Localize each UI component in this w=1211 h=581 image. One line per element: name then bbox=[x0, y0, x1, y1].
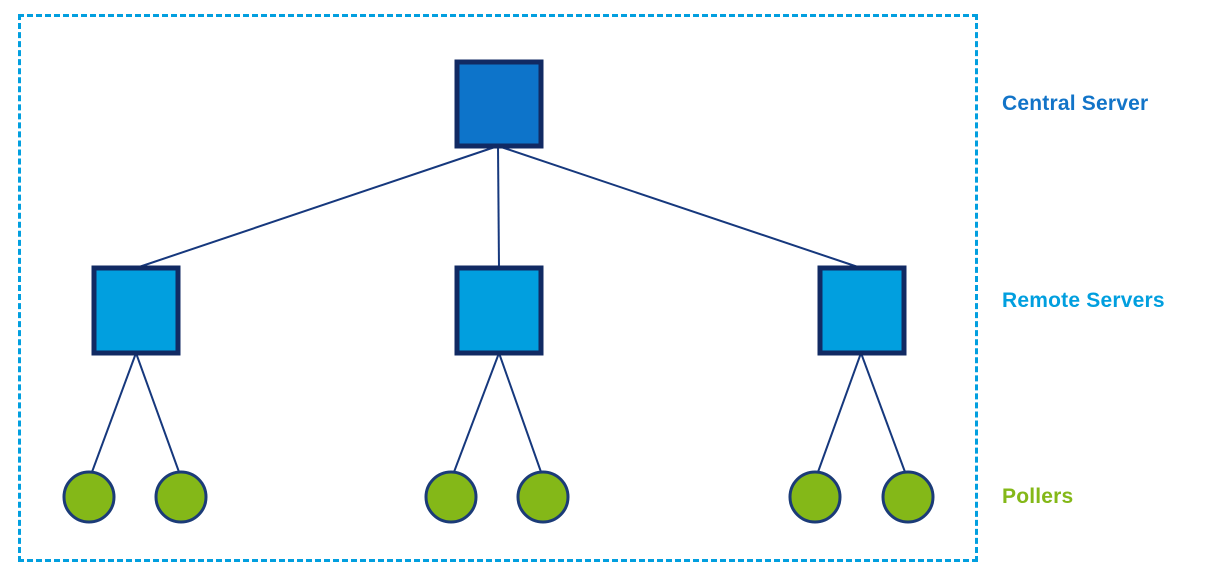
remote-server-node-2[interactable] bbox=[454, 265, 544, 356]
connector-central-to-remote-1 bbox=[135, 145, 499, 269]
poller-shape-5[interactable] bbox=[788, 470, 842, 524]
poller-node-1[interactable] bbox=[62, 470, 116, 524]
connector-remote-3-to-poller-5 bbox=[817, 352, 862, 473]
remote-server-node-1[interactable] bbox=[91, 265, 181, 356]
tier-label-central-server: Central Server bbox=[1002, 92, 1149, 115]
poller-shape-1[interactable] bbox=[62, 470, 116, 524]
poller-shape-6[interactable] bbox=[881, 470, 935, 524]
connector-remote-1-to-poller-2 bbox=[135, 352, 180, 473]
connector-remote-1-to-poller-1 bbox=[91, 352, 137, 473]
remote-server-node-3[interactable] bbox=[817, 265, 907, 356]
connector-group-central-to-remote bbox=[135, 145, 862, 269]
connector-central-to-remote-2 bbox=[497, 145, 500, 269]
remote-server-shape-2[interactable] bbox=[454, 265, 544, 356]
connector-remote-2-to-poller-4 bbox=[498, 352, 542, 473]
poller-node-3[interactable] bbox=[424, 470, 478, 524]
topology-boundary bbox=[18, 14, 978, 562]
poller-node-2[interactable] bbox=[154, 470, 208, 524]
poller-shape-4[interactable] bbox=[516, 470, 570, 524]
poller-node-4[interactable] bbox=[516, 470, 570, 524]
connector-remote-3-to-poller-6 bbox=[860, 352, 906, 473]
poller-node-6[interactable] bbox=[881, 470, 935, 524]
remote-server-shape-3[interactable] bbox=[817, 265, 907, 356]
poller-node-5[interactable] bbox=[788, 470, 842, 524]
poller-shape-3[interactable] bbox=[424, 470, 478, 524]
tier-label-pollers: Pollers bbox=[1002, 485, 1074, 508]
central-server-shape[interactable] bbox=[454, 59, 544, 149]
connector-group-remote-to-pollers bbox=[91, 352, 906, 473]
connector-remote-2-to-poller-3 bbox=[453, 352, 500, 473]
remote-server-shape-1[interactable] bbox=[91, 265, 181, 356]
poller-shape-2[interactable] bbox=[154, 470, 208, 524]
connector-central-to-remote-3 bbox=[497, 145, 862, 269]
central-server-node[interactable] bbox=[454, 59, 544, 149]
tier-label-remote-servers: Remote Servers bbox=[1002, 289, 1165, 312]
